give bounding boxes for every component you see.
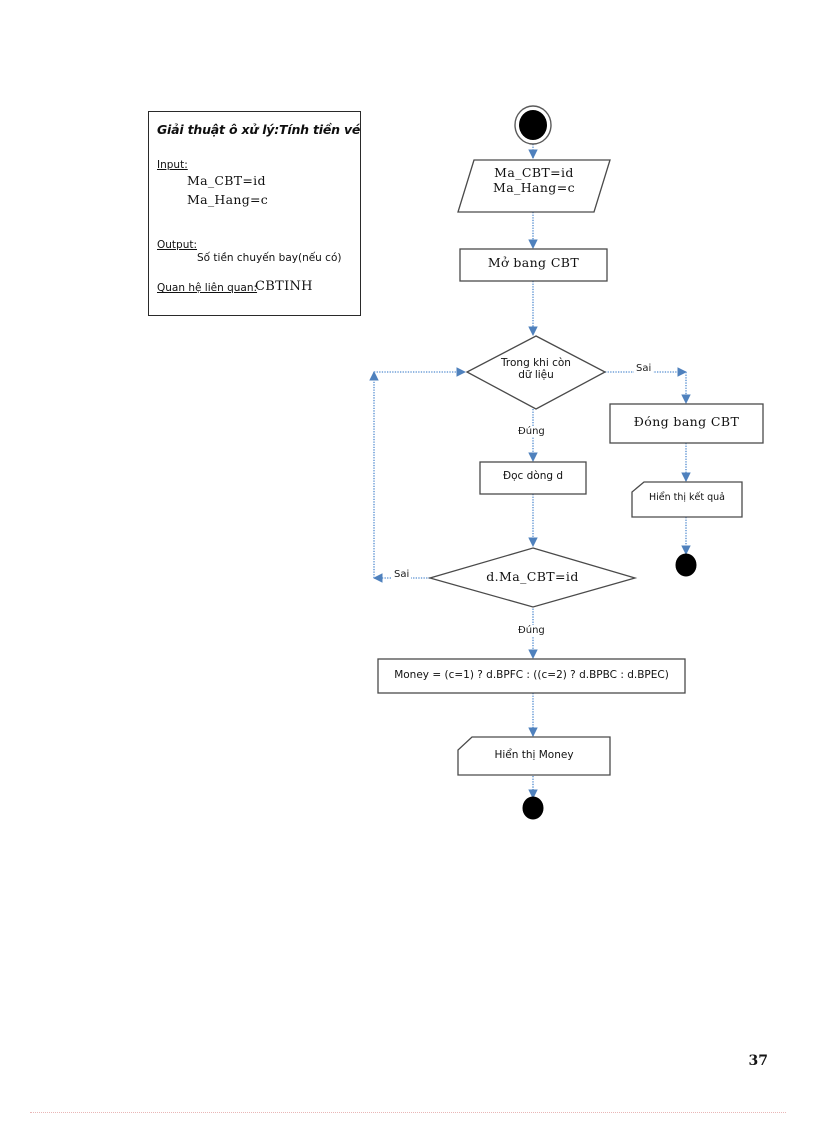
- node-open-table-box: [459, 248, 608, 282]
- node-close-table-box: [609, 403, 764, 444]
- spec-input-value-2: Ma_Hang=c: [187, 192, 269, 207]
- node-read-row-box: [479, 461, 587, 495]
- node-show-result-display: [631, 481, 743, 518]
- edge-label-check-id-sai: Sai: [392, 569, 412, 580]
- node-end-right: [675, 553, 697, 577]
- node-start: [514, 105, 552, 145]
- edge-label-while-sai: Sai: [634, 363, 654, 374]
- node-input-parallelogram: [457, 159, 611, 213]
- node-while-decision: [465, 335, 607, 410]
- spec-output-label: Output:: [157, 239, 198, 251]
- node-check-id-decision: [427, 547, 638, 608]
- spec-input-value-1: Ma_CBT=id: [187, 173, 266, 188]
- node-end-bottom: [522, 796, 544, 820]
- spec-output-value-1: Số tiền chuyến bay(nếu có): [197, 252, 342, 264]
- edge-label-check-id-dung: Đúng: [516, 625, 547, 636]
- spec-relation-label: Quan hệ liên quan:: [157, 282, 258, 294]
- spec-input-label: Input:: [157, 159, 188, 171]
- footer-divider: [30, 1112, 786, 1113]
- node-money-box: [377, 658, 686, 694]
- edge-label-while-dung: Đúng: [516, 426, 547, 437]
- algorithm-spec-box: Giải thuật ô xử lý:Tính tiền vé Input: M…: [148, 111, 361, 316]
- spec-relation-value: CBTINH: [255, 279, 313, 294]
- node-show-money-display: [457, 736, 611, 776]
- spec-title: Giải thuật ô xử lý:Tính tiền vé: [157, 122, 361, 137]
- page-number: 37: [748, 1053, 768, 1069]
